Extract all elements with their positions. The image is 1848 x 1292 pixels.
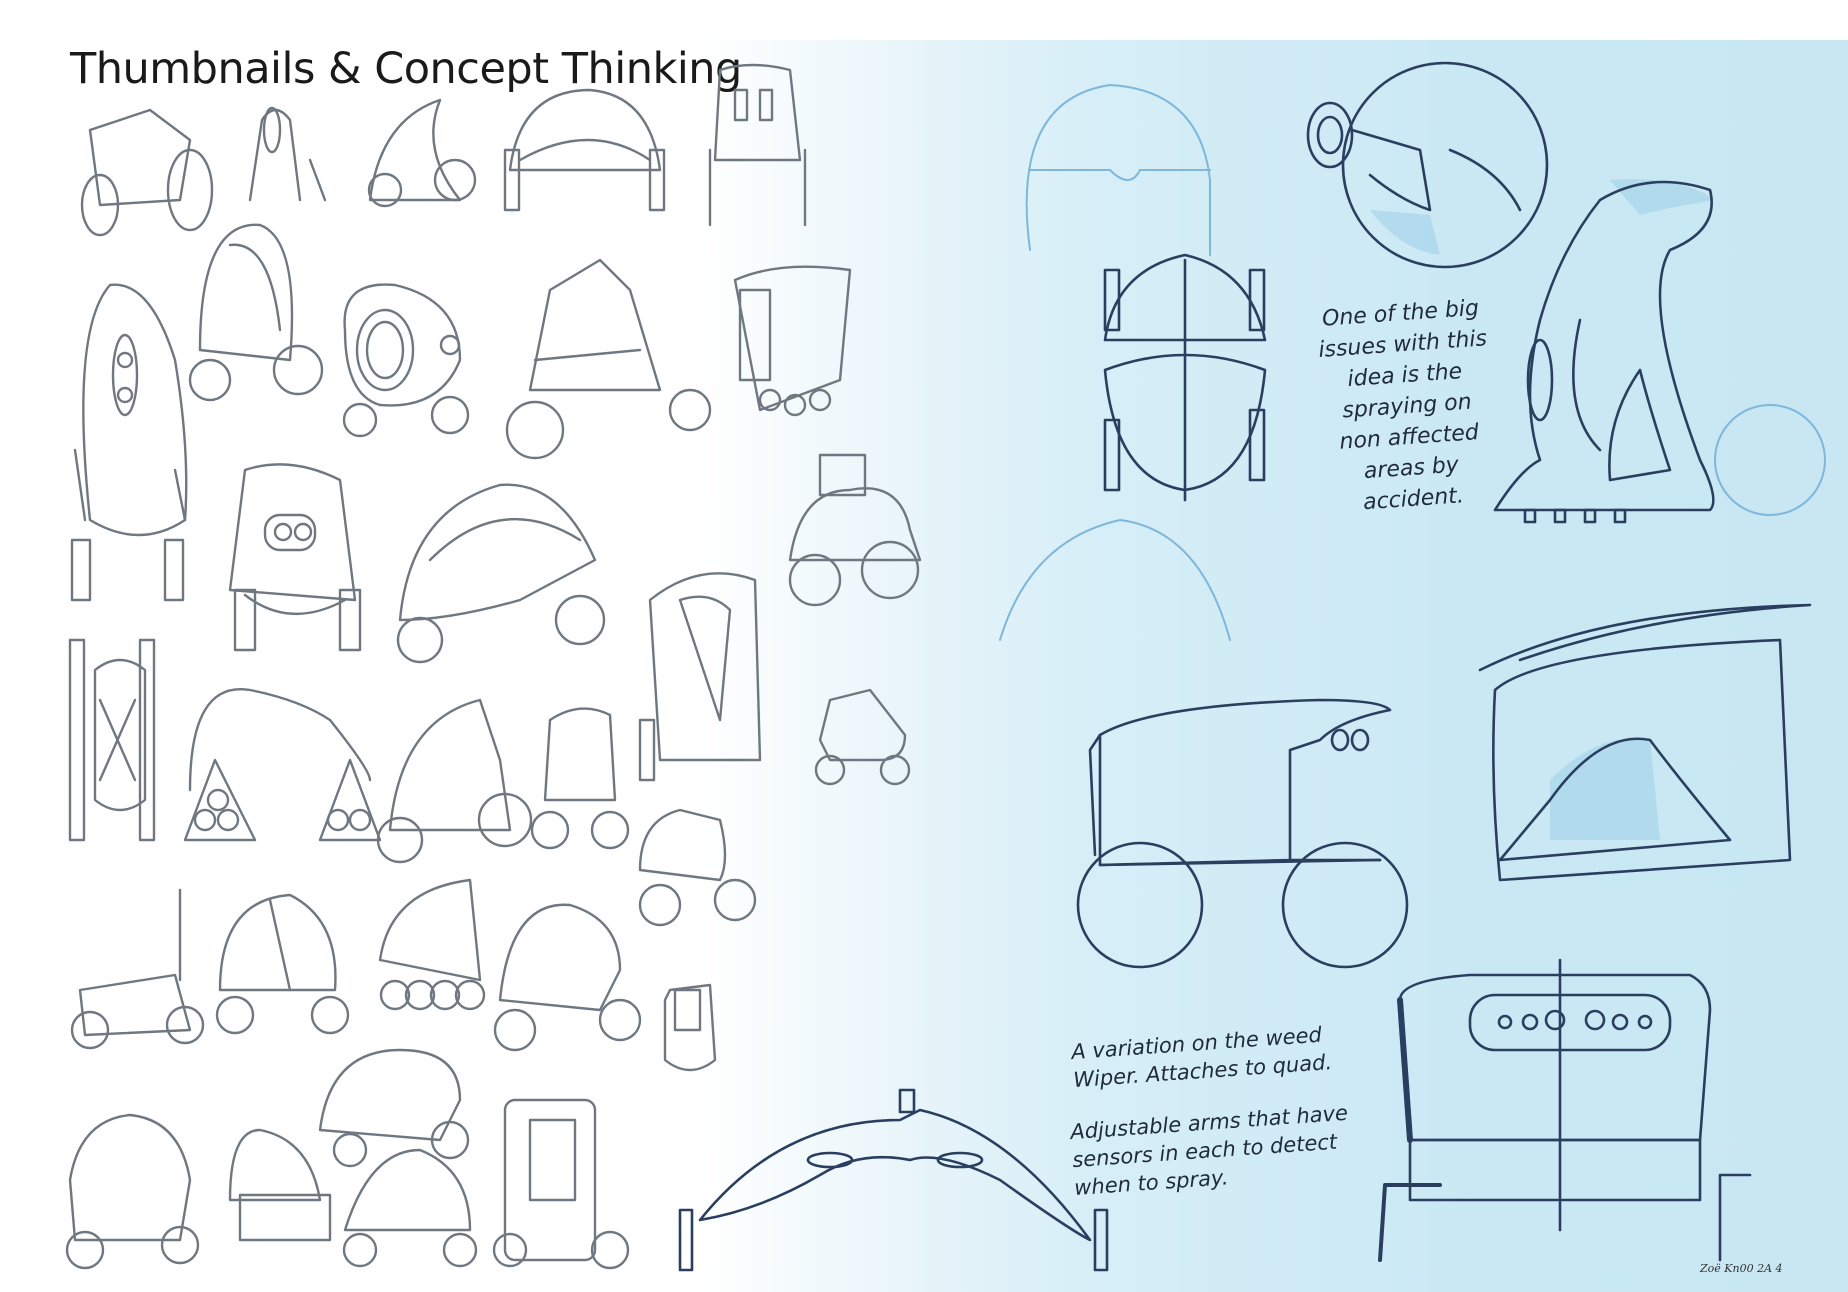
thumbnail-buggy <box>376 698 533 864</box>
thumbnail-face-pod <box>228 463 362 652</box>
thumbnail-pill <box>318 1048 470 1168</box>
thumbnail-big-quad <box>638 808 757 927</box>
thumbnail-vehicle-3 <box>367 98 477 208</box>
arch-sprayer-sketch <box>1493 179 1715 524</box>
thumbnail-crate <box>228 1128 332 1242</box>
thumbnail-tall-pod <box>70 283 188 602</box>
thumbnail-triple-wheel <box>183 687 382 842</box>
thumbnail-tracked-cab <box>733 265 852 417</box>
thumbnail-helmet <box>215 893 350 1035</box>
thumbnail-bullet <box>493 903 642 1052</box>
ghost-helmet-sketch <box>999 83 1231 641</box>
sensor-box-sketch <box>1378 958 1752 1262</box>
thumbnail-wedge-vehicle <box>505 258 712 460</box>
thumbnail-vehicle-2 <box>248 106 327 202</box>
thumbnail-side-buggy <box>814 688 911 786</box>
thumbnail-egg-cab <box>188 223 324 402</box>
thumbnail-top-view <box>68 638 156 842</box>
thumbnail-tall-cab <box>638 572 762 782</box>
thumbnail-hopper <box>663 983 717 1072</box>
thumbnail-rover <box>65 1113 200 1270</box>
thumbnail-low-cart <box>788 453 922 607</box>
thumbnail-small-pod <box>530 707 630 850</box>
page-title: Thumbnails & Concept Thinking <box>70 44 742 94</box>
artist-signature: Zoë Kn00 2A 4 <box>1700 1262 1783 1275</box>
thumbnail-arch-vehicle <box>396 483 606 664</box>
topdown-sprayer-sketch <box>1103 253 1267 502</box>
wedge-shell-sketch <box>1478 603 1812 882</box>
thumbnail-sphere-pod <box>342 283 470 438</box>
spraying-issue-note: One of the big issues with this idea is … <box>1317 295 1488 516</box>
thumbnail-quad <box>70 888 205 1050</box>
thumbnail-tracked-pod <box>378 878 486 1011</box>
thumbnail-vehicle-5 <box>708 63 807 227</box>
sphere-robot-sketch <box>1306 61 1549 269</box>
thumbnail-vehicle-1 <box>80 108 214 237</box>
thumbnail-dome <box>342 1148 478 1268</box>
thumbnail-vehicle-4 <box>503 88 666 212</box>
weed-wiper-sketch <box>678 1088 1109 1272</box>
thumbnail-box-cab <box>492 1098 630 1270</box>
arch-sprayer-wheel <box>1714 404 1826 516</box>
wheeled-cart-sketch <box>1076 698 1409 969</box>
